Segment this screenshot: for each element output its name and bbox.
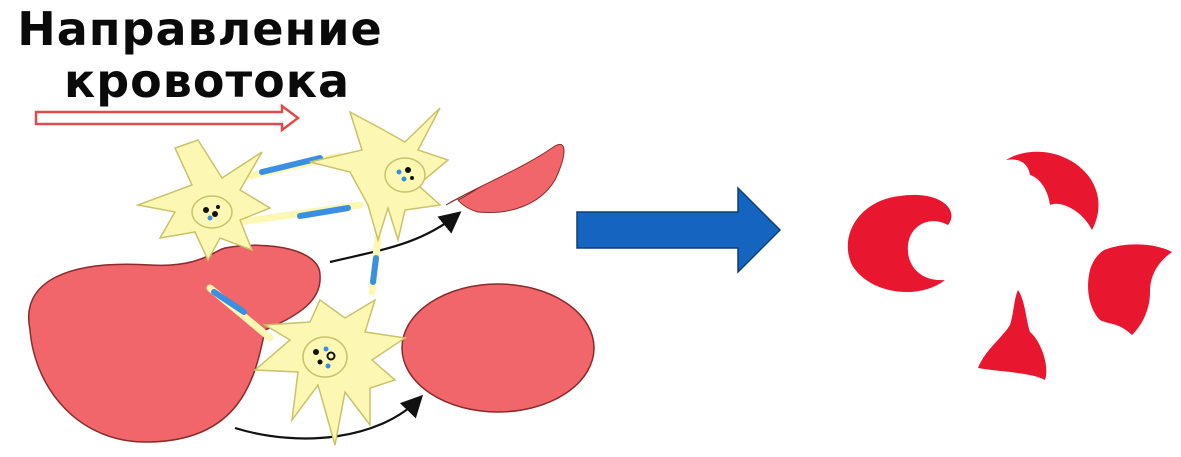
endothelial-cell-1 — [138, 140, 270, 260]
process-arrow — [577, 188, 780, 272]
erythrocyte-large-left — [29, 245, 320, 442]
endothelial-cell-2 — [310, 108, 448, 240]
fragment-left — [848, 195, 952, 292]
erythrocyte-fragment-top — [446, 144, 564, 212]
fragment-right — [1088, 244, 1172, 335]
fragmented-cells — [848, 152, 1172, 380]
fragment-top — [1006, 152, 1099, 230]
erythrocyte-right — [402, 284, 594, 412]
fragment-bottom — [978, 290, 1046, 380]
flow-direction-arrow — [36, 106, 298, 130]
